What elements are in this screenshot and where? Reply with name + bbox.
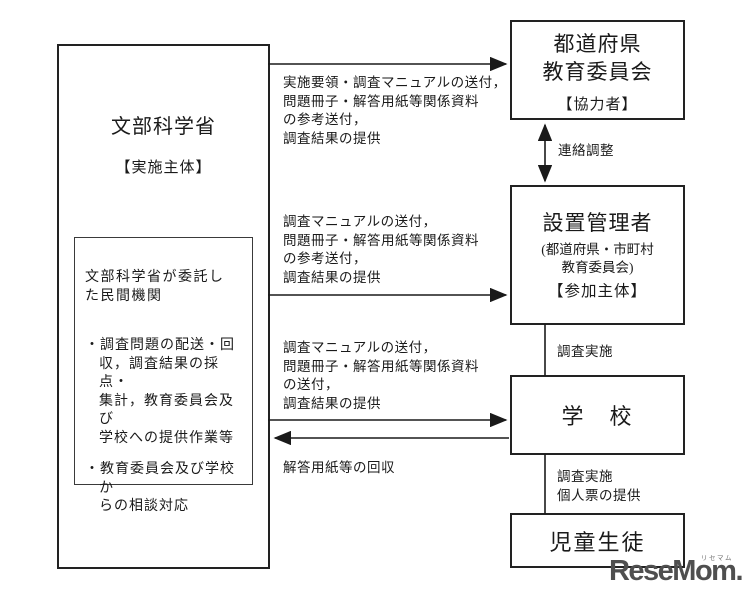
manager-subtitle: (都道府県・市町村 教育委員会) [541, 242, 654, 275]
label-school-to-students: 調査実施 個人票の提供 [557, 469, 641, 503]
label-mext-to-manager: 調査マニュアルの送付， 問題冊子・解答用紙等関係資料 の参考送付， 調査結果の提… [283, 214, 479, 285]
box-manager: 設置管理者 (都道府県・市町村 教育委員会) 【参加主体】 [510, 185, 685, 325]
label-manager-to-school: 調査実施 [557, 344, 613, 359]
box-school: 学 校 [510, 375, 685, 455]
box-students: 児童生徒 [510, 513, 685, 568]
resemom-logo-ruby: リセマム [701, 555, 733, 562]
label-school-to-mext: 解答用紙等の回収 [283, 460, 395, 475]
box-contractor: 文部科学省が委託し た民間機関 ・調査問題の配送・回 収，調査結果の採点・ 集計… [74, 237, 253, 514]
box-pref-board: 都道府県 教育委員会 【協力者】 [510, 20, 685, 120]
label-mext-to-pref-board: 実施要領・調査マニュアルの送付， 問題冊子・解答用紙等関係資料 の参考送付， 調… [283, 75, 507, 146]
contractor-heading: 文部科学省が委託し た民間機関 [85, 270, 225, 304]
pref-board-title: 都道府県 教育委員会 [542, 32, 653, 84]
contractor-bullet-1: ・調査問題の配送・回 収，調査結果の採点・ 集計，教育委員会及び 学校への提供作… [85, 338, 235, 446]
manager-title: 設置管理者 [542, 211, 653, 235]
contractor-bullet-2: ・教育委員会及び学校か らの相談対応 [85, 462, 235, 514]
pref-board-role: 【協力者】 [557, 97, 638, 113]
manager-role: 【参加主体】 [547, 283, 647, 300]
mext-title: 文部科学省 [111, 116, 216, 138]
label-mext-to-school: 調査マニュアルの送付， 問題冊子・解答用紙等関係資料 の送付， 調査結果の提供 [283, 340, 479, 411]
mext-role: 【実施主体】 [115, 160, 212, 176]
students-title: 児童生徒 [549, 529, 646, 555]
label-liaison: 連絡調整 [558, 143, 614, 158]
resemom-logo: リセマム ReseMom. [608, 554, 744, 588]
school-title: 学 校 [561, 404, 634, 429]
resemom-logo-text: ReseMom. [608, 555, 744, 587]
